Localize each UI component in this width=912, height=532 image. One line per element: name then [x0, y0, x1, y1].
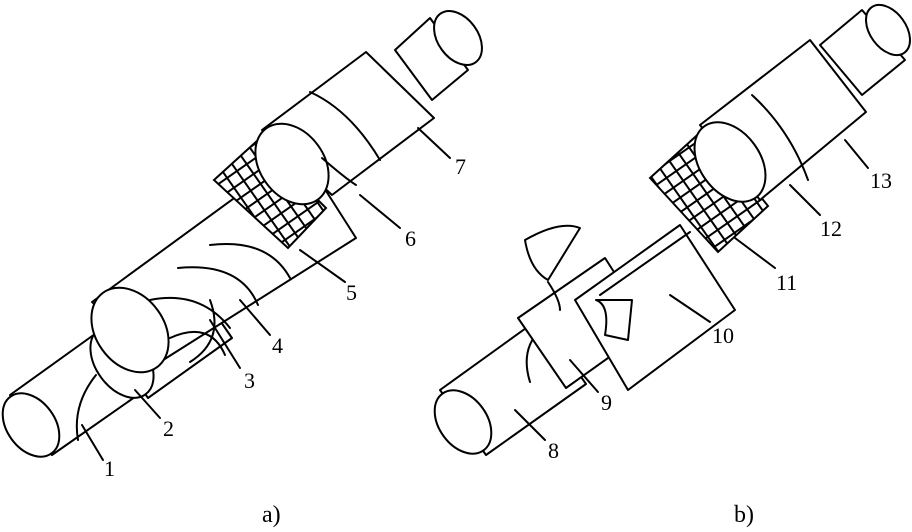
- leader-1: [81, 424, 104, 461]
- outer-sheath-a: [254, 51, 435, 206]
- leader-12: [789, 184, 821, 216]
- label-6: 6: [405, 226, 416, 251]
- label-10: 10: [712, 323, 734, 348]
- label-7: 7: [455, 154, 466, 179]
- outer-sheath-b: [693, 39, 867, 203]
- label-13: 13: [870, 168, 892, 193]
- leader-11: [734, 237, 776, 269]
- leader-7: [417, 127, 451, 159]
- label-9: 9: [601, 390, 612, 415]
- leader-5: [299, 249, 346, 283]
- leader-10: [669, 294, 711, 323]
- label-4: 4: [272, 333, 283, 358]
- leader-9: [569, 359, 599, 393]
- insulation-b: [574, 224, 736, 391]
- leader-13: [844, 139, 869, 169]
- label-11: 11: [776, 270, 797, 295]
- label-2: 2: [163, 416, 174, 441]
- label-8: 8: [548, 438, 559, 463]
- label-3: 3: [244, 368, 255, 393]
- label-1: 1: [104, 456, 115, 481]
- caption-a: a): [262, 502, 281, 528]
- end-core-a: [394, 10, 483, 101]
- leader-8: [514, 409, 546, 441]
- end-core-b: [819, 3, 911, 96]
- metal-mesh-a: [212, 138, 328, 250]
- figure-a: 1 2 3 4 5 6 7 a): [1, 10, 483, 528]
- leader-4: [239, 299, 271, 336]
- leader-3: [209, 319, 241, 369]
- caption-b: b): [734, 502, 754, 528]
- figure-b: 8 9 10 11 12 13 b): [433, 3, 911, 528]
- label-5: 5: [346, 280, 357, 305]
- label-12: 12: [820, 216, 842, 241]
- metal-mesh-b: [648, 126, 770, 254]
- leader-2: [134, 389, 161, 419]
- leader-6: [359, 194, 401, 229]
